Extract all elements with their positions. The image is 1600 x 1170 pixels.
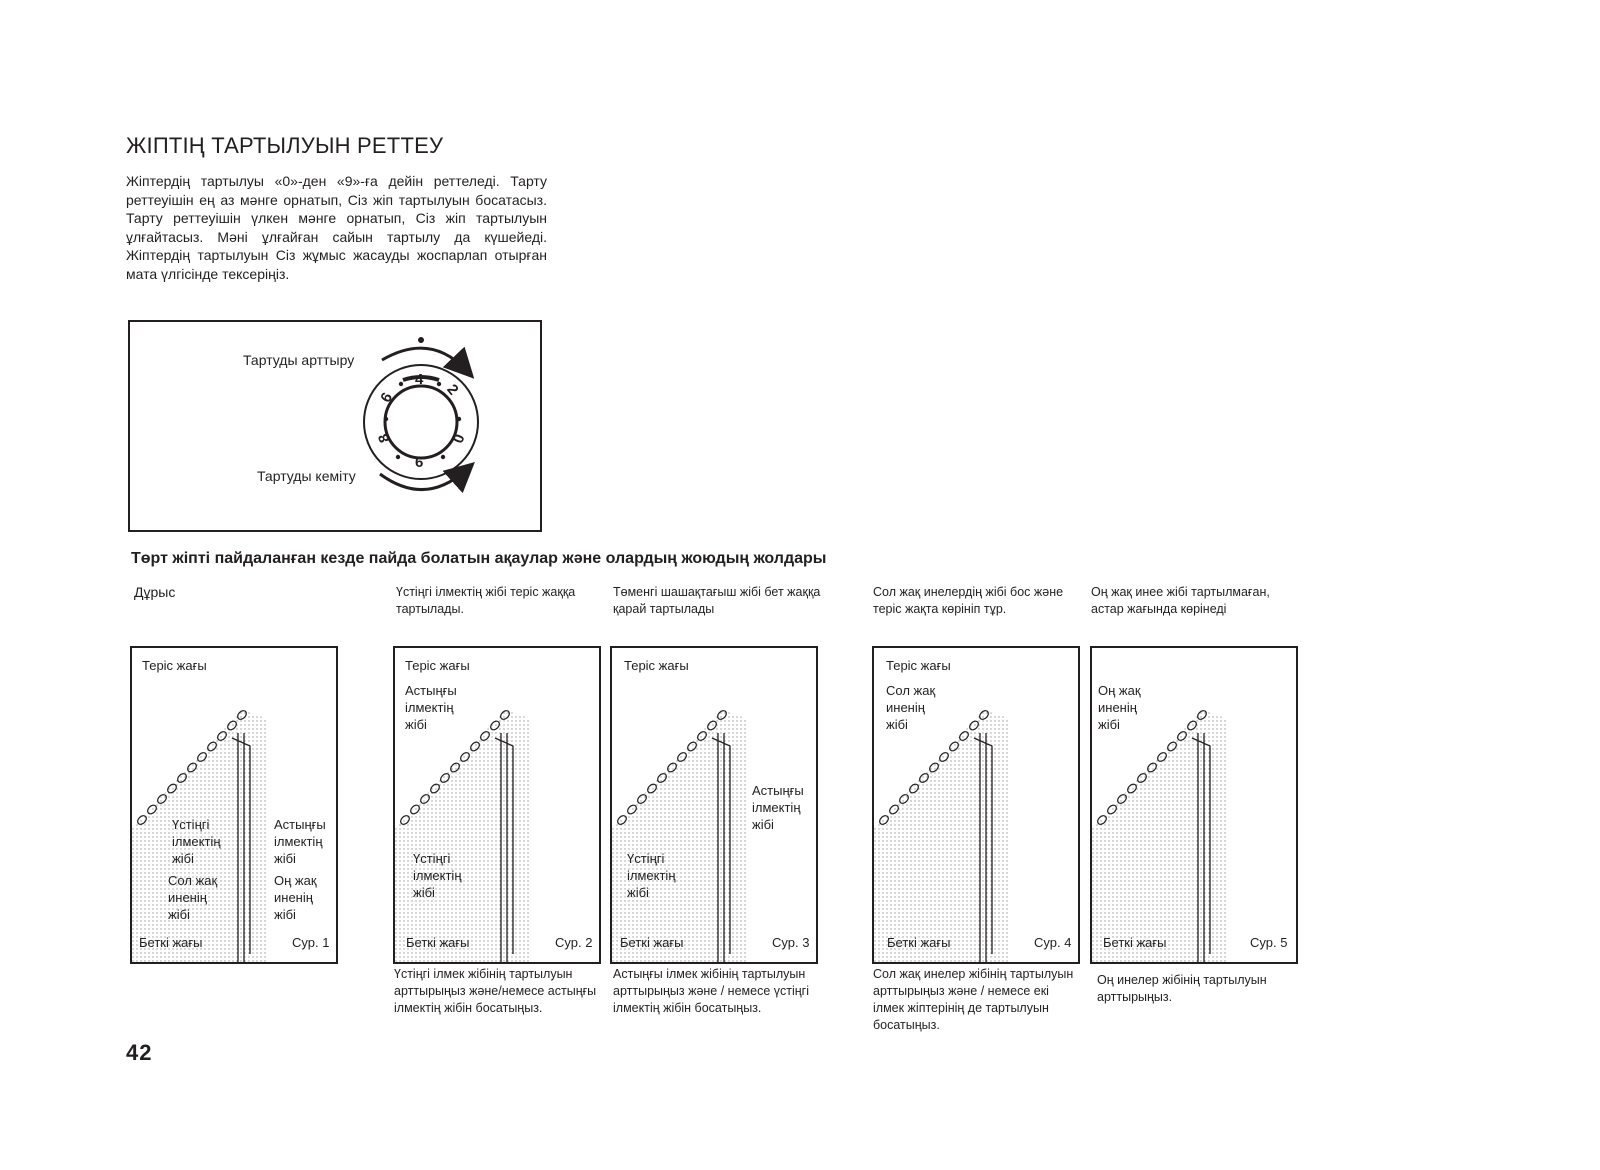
stitch-diagram-graphic [874, 710, 1008, 962]
dial-outer-ring [363, 364, 479, 480]
decrease-arrow-icon [379, 461, 475, 494]
stitch-figure-1: Теріс жағы Үстіңгі ілмектің жібі Астыңғы… [130, 646, 338, 964]
figure-caption-below: Сол жақ инелер жібінің тартылуын арттыры… [873, 967, 1074, 1032]
figure-label: Сол жақ иненің жібі [168, 873, 218, 922]
figure-label: Үстіңгі ілмектің жібі [172, 817, 221, 866]
stitch-figure-5: Оң жақ иненің жібі Беткі жағы Сур. 5 [1090, 646, 1298, 964]
figure-caption-below: Астыңғы ілмек жібінің тартылуын арттырың… [613, 967, 809, 1015]
figure-bottom-label: Беткі жағы [1103, 935, 1167, 950]
figure-caption-above: Төменгі шашақтағыш жібі бет жаққа қарай … [613, 585, 821, 616]
figure-top-label: Теріс жағы [142, 658, 207, 673]
intro-paragraph: Жіптердің тартылуы «0»-ден «9»-ға дейін … [126, 173, 547, 282]
increase-arrow-icon [381, 346, 475, 379]
stitch-diagram-graphic [395, 710, 529, 962]
figure-bottom-label: Беткі жағы [139, 935, 203, 950]
figure-number: Сур. 3 [772, 935, 810, 950]
stitch-diagram-graphic [132, 710, 266, 962]
figure-caption-above: Үстіңгі ілмектің жібі теріс жаққа тартыл… [396, 585, 576, 616]
figure-number: Сур. 2 [555, 935, 593, 950]
stitch-figure-3: Теріс жағы Астыңғы ілмектің жібі Үстіңгі… [610, 646, 818, 964]
stitch-figure-4: Теріс жағы Сол жақ иненің жібі Беткі жағ… [872, 646, 1080, 964]
stitch-figure-2: Теріс жағы Астыңғы ілмектің жібі Үстіңгі… [393, 646, 601, 964]
figure-bottom-label: Беткі жағы [406, 935, 470, 950]
figure-label: Астыңғы ілмектің жібі [274, 817, 326, 866]
stitch-diagram-graphic [1092, 710, 1226, 962]
dial-number: 6 [415, 454, 423, 471]
figure-label: Үстіңгі ілмектің жібі [413, 851, 462, 900]
figure-bottom-label: Беткі жағы [620, 935, 684, 950]
figure-number: Сур. 5 [1250, 935, 1288, 950]
figure-caption-above: Сол жақ инелердің жібі бос және теріс жа… [873, 585, 1064, 616]
increase-tension-label: Тартуды арттыру [243, 352, 355, 368]
page-number: 42 [126, 1040, 153, 1065]
figure-top-label: Теріс жағы [405, 658, 470, 673]
tension-dial-graphic: 4 2 0 6 8 6 [363, 337, 479, 494]
figure-label: Сол жақ иненің жібі [886, 683, 936, 732]
figure-caption-above: Оң жақ инее жібі тартылмаған, астар жағы… [1091, 585, 1270, 616]
figure-caption-below: Оң инелер жібінің тартылуын арттырыңыз. [1097, 973, 1267, 1004]
figure-caption-below: Үстіңгі ілмек жібінің тартылуын арттырың… [394, 967, 597, 1015]
figure-top-label: Теріс жағы [624, 658, 689, 673]
page-title: ЖІПТІҢ ТАРТЫЛУЫН РЕТТЕУ [126, 133, 444, 158]
figure-label: Үстіңгі ілмектің жібі [627, 851, 676, 900]
figure-label: Оң жақ иненің жібі [274, 873, 317, 922]
figure-label: Астыңғы ілмектің жібі [405, 683, 457, 732]
figure-label: Астыңғы ілмектің жібі [752, 783, 804, 832]
section-heading: Төрт жіпті пайдаланған кезде пайда болат… [131, 550, 827, 567]
figure-bottom-label: Беткі жағы [887, 935, 951, 950]
stitch-diagram-graphic [612, 710, 746, 962]
figure-number: Сур. 1 [292, 935, 330, 950]
dial-top-marker [418, 337, 424, 343]
tension-dial-illustration: Тартуды арттыру Тартуды кеміту 4 2 0 6 8… [128, 320, 542, 532]
figure-number: Сур. 4 [1034, 935, 1072, 950]
figure-label: Оң жақ иненің жібі [1098, 683, 1141, 732]
dial-number: 4 [415, 371, 424, 388]
decrease-tension-label: Тартуды кеміту [257, 468, 356, 484]
dial-number: 6 [377, 390, 396, 406]
figure-top-label: Теріс жағы [886, 658, 951, 673]
figure-caption-above: Дұрыс [134, 584, 176, 600]
dial-knob [383, 384, 459, 460]
